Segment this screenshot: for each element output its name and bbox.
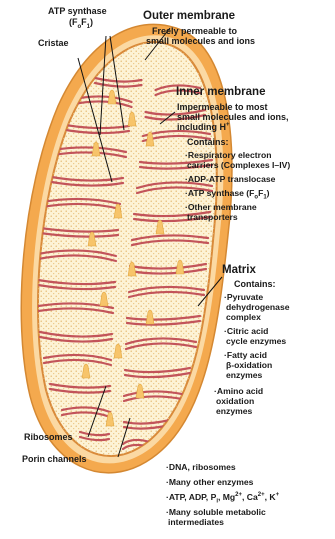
inner-item-4b: transporters xyxy=(187,212,238,222)
outer-membrane-desc-2: small molecules and ions xyxy=(146,36,255,47)
matrix-bottom-4: ·Many soluble metabolic xyxy=(166,507,266,517)
ribosomes-label: Ribosomes xyxy=(24,432,73,443)
matrix-item-4a: ·Amino acid xyxy=(214,386,263,396)
matrix-item-2a: ·Citric acid xyxy=(224,326,268,336)
porin-channels-label: Porin channels xyxy=(22,454,87,465)
matrix-item-2b: cycle enzymes xyxy=(226,336,286,346)
inner-item-4a: ·Other membrane xyxy=(185,202,257,212)
matrix-bottom-3: ·ATP, ADP, Pi, Mg2+, Ca2+, K+ xyxy=(166,492,279,502)
matrix-contains: Contains: xyxy=(234,279,276,290)
inner-membrane-desc-3: including H+ xyxy=(177,122,230,133)
inner-membrane-desc-1: Impermeable to most xyxy=(177,102,268,113)
atp-synthase-label: ATP synthase (FoF1) xyxy=(48,6,107,27)
matrix-item-3b: β-oxidation xyxy=(226,360,272,370)
matrix-bottom-5: intermediates xyxy=(168,517,224,527)
inner-item-3: ·ATP synthase (FoF1) xyxy=(185,188,270,198)
matrix-bottom-1: ·DNA, ribosomes xyxy=(166,462,236,472)
matrix-item-3c: enzymes xyxy=(226,370,262,380)
matrix-item-1c: complex xyxy=(226,312,261,322)
cristae-label: Cristae xyxy=(38,38,69,49)
inner-membrane-title: Inner membrane xyxy=(176,86,265,99)
matrix-item-4c: enzymes xyxy=(216,406,252,416)
matrix-item-1b: dehydrogenase xyxy=(226,302,290,312)
inner-item-2: ·ADP-ATP translocase xyxy=(185,174,275,184)
outer-membrane-desc-1: Freely permeable to xyxy=(152,26,237,37)
matrix-item-3a: ·Fatty acid xyxy=(224,350,267,360)
inner-item-1a: ·Respiratory electron xyxy=(185,150,271,160)
matrix-title: Matrix xyxy=(222,264,256,277)
inner-membrane-desc-2: small molecules and ions, xyxy=(177,112,289,123)
matrix-item-1a: ·Pyruvate xyxy=(224,292,263,302)
matrix-item-4b: oxidation xyxy=(216,396,254,406)
outer-membrane-title: Outer membrane xyxy=(143,10,235,23)
inner-membrane-contains: Contains: xyxy=(187,137,229,148)
inner-item-1b: carriers (Complexes I–IV) xyxy=(187,160,290,170)
matrix-bottom-2: ·Many other enzymes xyxy=(166,477,253,487)
